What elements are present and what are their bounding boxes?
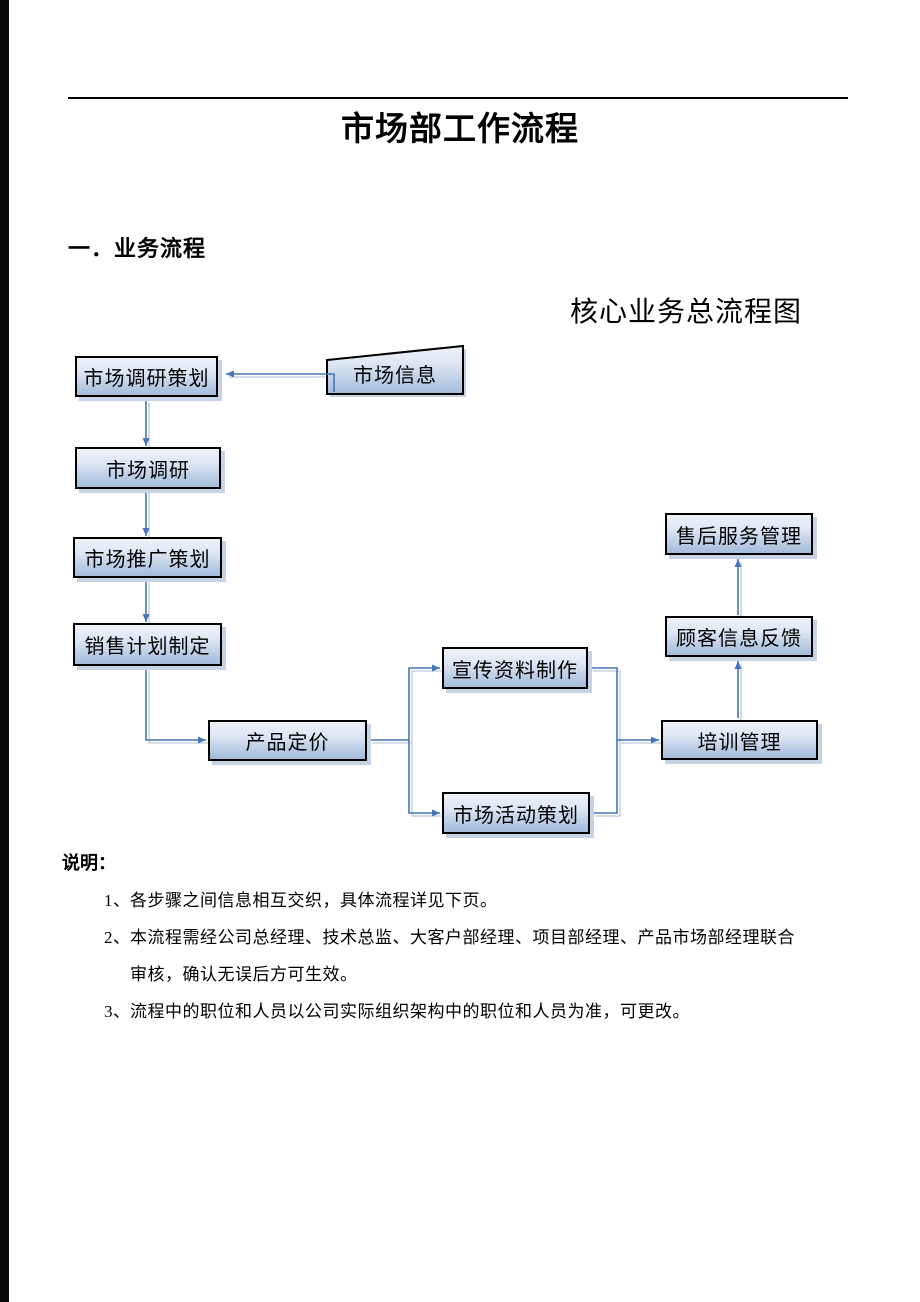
connector-activity-to-training [592,740,618,814]
note-item-2-text: 本流程需经公司总经理、技术总监、大客户部经理、项目部经理、产品市场部经理联合 [130,928,795,947]
flow-node-customer-feedback: 顾客信息反馈 [665,616,813,657]
connector-lines [142,370,742,817]
note-item-2-num: 2、 [104,928,131,947]
document-title: 市场部工作流程 [341,112,579,148]
flow-node-after-sales-service: 售后服务管理 [665,513,813,555]
flow-node-promo-material-production: 宣传资料制作 [442,647,588,689]
flow-node-training-management: 培训管理 [661,720,818,760]
note-item-1-text: 各步骤之间信息相互交织，具体流程详见下页。 [130,891,498,910]
note-item-2-continued: 审核，确认无误后方可生效。 [130,965,358,984]
connector-info-to-research-planning [226,370,335,392]
connector-salesplan-to-pricing [145,668,206,744]
page-edge-strip [0,0,9,1302]
note-item-3: 3、流程中的职位和人员以公司实际组织架构中的职位和人员为准，可更改。 [104,997,690,1022]
header-rule [68,97,848,99]
section-heading: 一．业务流程 [68,236,207,261]
note-item-1-num: 1、 [104,891,131,910]
flow-node-market-activity-planning: 市场活动策划 [442,792,590,834]
connector-pricing-to-promo-material [408,664,440,740]
connector-promo-material-to-training [590,667,659,744]
note-item-3-num: 3、 [104,1002,131,1021]
note-item-3-text: 流程中的职位和人员以公司实际组织架构中的职位和人员为准，可更改。 [130,1002,690,1021]
note-item-2: 2、本流程需经公司总经理、技术总监、大客户部经理、项目部经理、产品市场部经理联合 [104,923,795,948]
flow-node-market-info-shape [326,344,464,395]
flow-node-market-info-label: 市场信息 [353,364,437,387]
flow-node-sales-plan-formulation: 销售计划制定 [73,623,222,666]
flowchart-title: 核心业务总流程图 [570,297,803,328]
notes-heading: 说明： [62,853,116,873]
connector-pricing-to-activity [408,740,440,817]
flow-node-product-pricing: 产品定价 [208,720,367,761]
flow-node-market-research-planning: 市场调研策划 [75,356,218,397]
flow-node-market-research: 市场调研 [75,447,221,489]
note-item-1: 1、各步骤之间信息相互交织，具体流程详见下页。 [104,886,498,911]
flow-node-market-promotion-planning: 市场推广策划 [73,537,222,578]
